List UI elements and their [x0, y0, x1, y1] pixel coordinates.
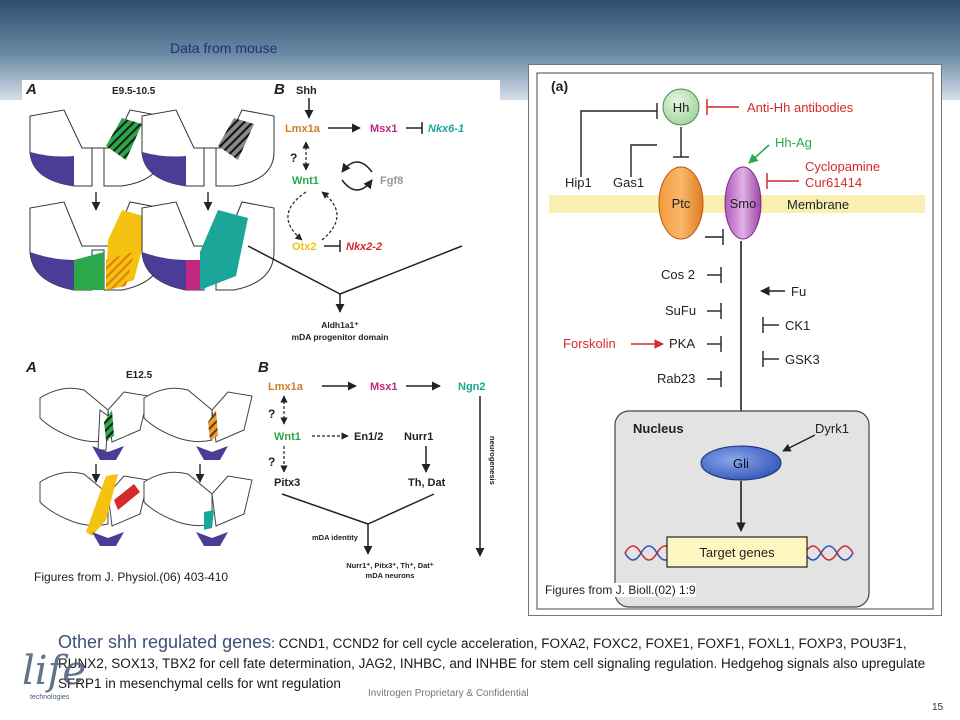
embryo-section-4 [141, 201, 275, 291]
sufu-label: SuFu [665, 303, 696, 318]
gli-label: Gli [733, 456, 749, 471]
gene-fgf8: Fgf8 [380, 175, 403, 187]
ck1-label: CK1 [785, 318, 810, 333]
bottom-label-a: A [25, 359, 37, 376]
mda-neurons-line1: Nurr1⁺, Pitx3⁺, Th⁺, Dat⁺ [346, 561, 434, 570]
gene-msx1-top: Msx1 [370, 123, 398, 135]
cyclopamine-label: Cyclopamine [805, 159, 880, 174]
nucleus-label: Nucleus [633, 421, 684, 436]
target-genes-label: Target genes [699, 545, 775, 560]
left-figure: A E9.5-10.5 [25, 81, 497, 580]
other-genes-paragraph: Other shh regulated genes: CCND1, CCND2 … [58, 632, 938, 694]
gene-en12: En1/2 [354, 431, 383, 443]
gene-wnt1-bottom: Wnt1 [274, 431, 301, 443]
fu-label: Fu [791, 284, 806, 299]
gene-thdat: Th, Dat [408, 477, 446, 489]
gene-lmx1a-top: Lmx1a [285, 123, 321, 135]
page-number: 15 [932, 702, 944, 713]
confidential-notice: Invitrogen Proprietary & Confidential [368, 688, 529, 699]
other-genes-lead: Other shh regulated genes [58, 632, 272, 652]
aldh-domain-line2: mDA progenitor domain [292, 332, 389, 342]
right-figure-panel: (a) Membrane Hh Anti-Hh antibodies Hip1 … [528, 64, 942, 616]
e125-section-1 [39, 387, 149, 460]
panel-label-a: (a) [551, 78, 568, 94]
e125-section-3 [39, 471, 149, 546]
gene-msx1-bottom: Msx1 [370, 381, 398, 393]
hip1-label: Hip1 [565, 175, 592, 190]
other-genes-body: : CCND1, CCND2 for cell cycle accelerati… [58, 636, 926, 691]
gsk3-label: GSK3 [785, 352, 820, 367]
gene-nkx22: Nkx2-2 [346, 241, 382, 253]
gene-otx2: Otx2 [292, 241, 316, 253]
left-figure-caption: Figures from J. Physiol.(06) 403-410 [34, 570, 229, 584]
gene-wnt1-top: Wnt1 [292, 175, 319, 187]
question-mark-1: ? [290, 151, 297, 165]
target-genes-box [666, 536, 808, 568]
right-figure-caption: Figures from J. Bioll.(02) 1:9 [545, 583, 696, 597]
hh-label: Hh [673, 100, 690, 115]
top-label-b: B [274, 81, 285, 98]
gene-pitx3: Pitx3 [274, 477, 300, 489]
question-mark-3: ? [268, 455, 275, 469]
company-logo-subtitle: technologies [30, 694, 70, 701]
dyrk1-label: Dyrk1 [815, 421, 849, 436]
forskolin-label: Forskolin [563, 336, 616, 351]
e125-section-2 [143, 387, 253, 460]
mda-neurons-line2: mDA neurons [366, 571, 415, 580]
hh-ag-label: Hh-Ag [775, 135, 812, 150]
slide-title: Data from mouse [170, 40, 278, 56]
aldh-domain-line1: Aldh1a1⁺ [321, 320, 359, 330]
bottom-label-b: B [258, 359, 269, 376]
hh-node [662, 88, 700, 126]
neurogenesis-label: neurogenesis [488, 436, 497, 485]
ptc-label: Ptc [672, 196, 691, 211]
hedgehog-pathway-diagram: (a) Membrane Hh Anti-Hh antibodies Hip1 … [536, 72, 934, 610]
gene-nkx61: Nkx6-1 [428, 123, 464, 135]
nucleus-compartment [614, 410, 870, 608]
embryo-section-1 [29, 109, 163, 187]
smo-label: Smo [730, 196, 757, 211]
gene-shh: Shh [296, 85, 317, 97]
question-mark-2: ? [268, 407, 275, 421]
pka-label: PKA [669, 336, 695, 351]
left-figure-panel: A E9.5-10.5 [22, 80, 500, 592]
anti-hh-antibodies-label: Anti-Hh antibodies [747, 100, 854, 115]
top-stage-label: E9.5-10.5 [112, 86, 156, 97]
membrane-label: Membrane [787, 197, 849, 212]
mda-identity-label: mDA identity [312, 533, 359, 542]
cos2-label: Cos 2 [661, 267, 695, 282]
e125-section-4 [143, 471, 253, 546]
smo-receptor [724, 166, 762, 240]
cur61414-label: Cur61414 [805, 175, 862, 190]
rab23-label: Rab23 [657, 371, 695, 386]
ptc-receptor [658, 166, 704, 240]
dna-helix-right [804, 545, 854, 561]
gli-transcription-factor [700, 445, 782, 481]
gene-lmx1a-bottom: Lmx1a [268, 381, 304, 393]
gas1-label: Gas1 [613, 175, 644, 190]
company-logo: life [22, 648, 87, 694]
bottom-stage-label: E12.5 [126, 370, 153, 381]
embryo-section-2 [141, 109, 275, 187]
dna-helix-left [624, 545, 674, 561]
top-label-a: A [25, 81, 37, 98]
gene-ngn2: Ngn2 [458, 381, 486, 393]
gene-nurr1: Nurr1 [404, 431, 433, 443]
